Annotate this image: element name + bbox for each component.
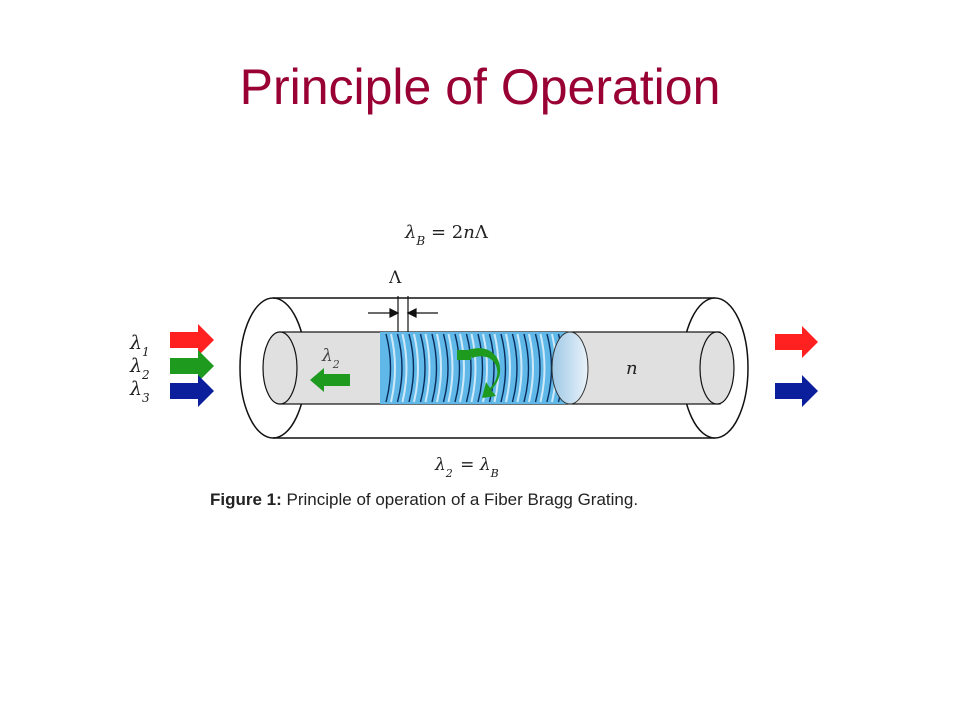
- reflected-arrow: [310, 368, 350, 392]
- grating-fringe: [500, 333, 507, 403]
- figure-caption: Figure 1: Principle of operation of a Fi…: [210, 490, 770, 510]
- grating-fringe-gap: [470, 333, 477, 403]
- grating-fringe: [419, 333, 426, 403]
- svg-text:λ3: λ3: [129, 378, 150, 405]
- output-arrow-lambda1: [775, 326, 818, 358]
- grating-fringe: [431, 333, 438, 403]
- reflection-condition: λ2 = λB: [434, 455, 499, 480]
- grating-fringe-gap: [401, 333, 408, 403]
- reflection-curve-arrow: [468, 348, 501, 398]
- bragg-formula: λB = 2nΛ: [404, 222, 489, 248]
- grating-fringe-gap: [505, 333, 511, 403]
- grating-fringe-gap: [424, 333, 431, 403]
- grating-fringe-gap: [413, 333, 419, 403]
- grating-fringe-gap: [459, 333, 465, 403]
- grating-fringe: [511, 333, 518, 403]
- grating-endcap: [551, 331, 589, 405]
- grating-fringe: [465, 333, 472, 403]
- input-arrow-lambda2: [170, 350, 214, 382]
- core-index-label: n: [626, 358, 638, 379]
- output-arrow-lambda3: [775, 375, 818, 407]
- input-arrow-lambda3: [170, 375, 214, 407]
- grating-fringe-gap: [516, 333, 523, 403]
- input-wavelength-labels: λ1 λ2 λ3: [129, 332, 150, 405]
- grating-fringe-gap: [539, 333, 546, 403]
- slide-title: Principle of Operation: [239, 59, 721, 115]
- grating-fringe: [396, 333, 403, 403]
- period-markers: [368, 296, 438, 332]
- grating-fringe-gap: [528, 333, 534, 403]
- grating-fringe-gap: [436, 333, 442, 403]
- grating-fringe: [546, 333, 553, 403]
- input-arrow-lambda1: [170, 324, 214, 356]
- grating-fringe-gap: [390, 333, 396, 403]
- bragg-grating: [380, 332, 570, 404]
- grating-fringe-gap: [447, 333, 454, 403]
- caption-text: Principle of operation of a Fiber Bragg …: [281, 490, 639, 509]
- grating-fringe: [523, 333, 530, 403]
- reflection-curve-tail: [457, 350, 471, 360]
- grating-period-symbol: Λ: [388, 268, 402, 288]
- grating-fringe: [454, 333, 461, 403]
- grating-fringe: [442, 333, 449, 403]
- grating-fringe: [385, 333, 392, 403]
- grating-fringe: [408, 333, 415, 403]
- grating-fringe: [534, 333, 541, 403]
- reflected-wavelength-label: λ2: [321, 346, 340, 371]
- fbg-figure: λB = 2nΛ Λ: [110, 200, 850, 530]
- grating-fringe: [477, 333, 484, 403]
- caption-prefix: Figure 1:: [210, 490, 282, 509]
- fbg-diagram: λB = 2nΛ Λ: [129, 222, 818, 480]
